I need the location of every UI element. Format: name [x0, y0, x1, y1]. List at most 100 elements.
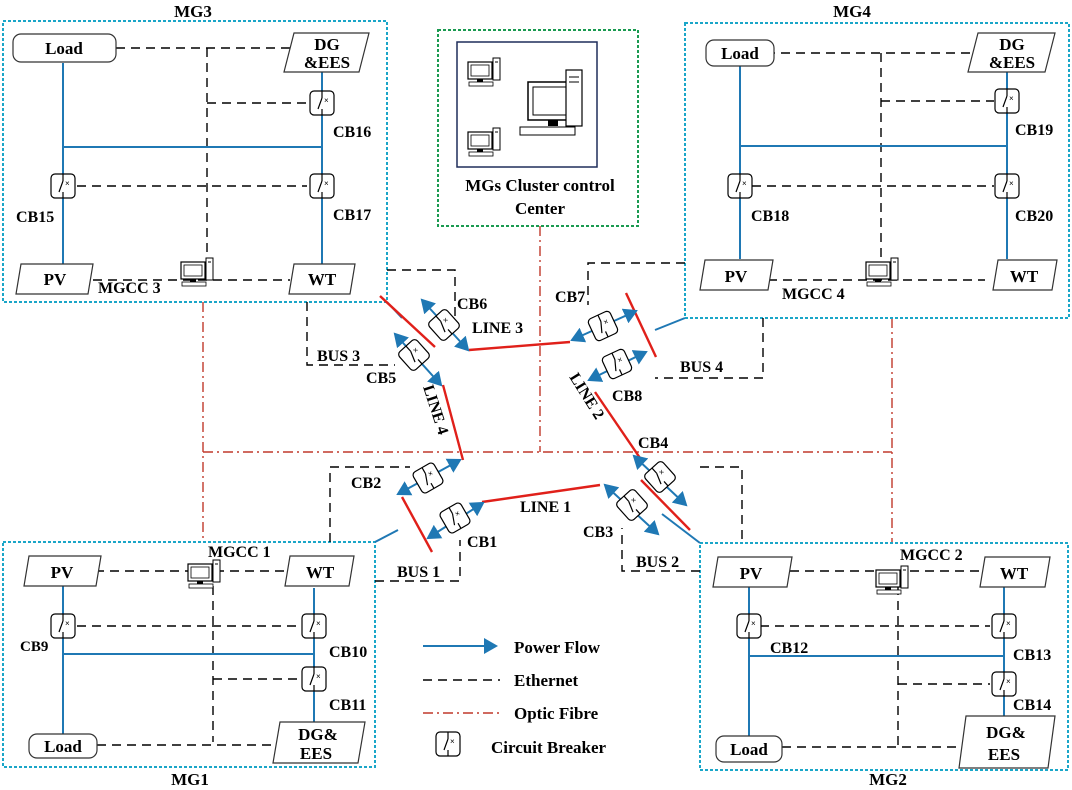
mg4-boundary — [684, 22, 1070, 319]
cb18-label: CB18 — [751, 208, 789, 225]
control-center-boundary — [437, 29, 639, 227]
line3-label: LINE 3 — [472, 320, 523, 337]
mgcc2-label: MGCC 2 — [900, 547, 963, 564]
control-center: MGs Cluster control Center — [456, 41, 615, 218]
cb2-icon — [411, 461, 445, 495]
bus-ethernet-links — [306, 262, 764, 582]
mgcc4-label: MGCC 4 — [782, 286, 845, 303]
cb3-label: CB3 — [583, 524, 613, 541]
cb5-label: CB5 — [366, 370, 396, 387]
mg3-pv-label: PV — [44, 270, 67, 289]
mg1-dg-ees-box — [272, 721, 366, 764]
mg4-dg-label: DG — [999, 35, 1025, 54]
cb17-icon — [309, 173, 335, 199]
mgcc3-computer-icon — [180, 257, 214, 287]
mg4-label: MG4 — [833, 2, 871, 21]
cb7-label: CB7 — [555, 289, 585, 306]
cb19-label: CB19 — [1015, 122, 1053, 139]
mg2-ees-label: EES — [988, 745, 1020, 764]
cb15-label: CB15 — [16, 209, 54, 226]
mg1-label: MG1 — [171, 770, 209, 789]
mg1-load-label: Load — [44, 737, 82, 756]
mg3-pv-box — [15, 263, 94, 295]
cb13-icon — [991, 613, 1017, 639]
mg1-load-box — [28, 733, 98, 759]
cb17-label: CB17 — [333, 207, 371, 224]
cb20-icon — [994, 173, 1020, 199]
cb12-label: CB12 — [770, 640, 808, 657]
legend-power-flow-label: Power Flow — [514, 638, 601, 657]
cb12-icon — [736, 613, 762, 639]
mg3-wt-label: WT — [308, 270, 337, 289]
mg1-ees-label: EES — [300, 744, 332, 763]
control-center-title-line1: MGs Cluster control — [465, 176, 615, 195]
bus3-label: BUS 3 — [317, 348, 360, 365]
mg2: PV WT Load DG& EES CB12 CB13 CB14 MGCC 2 — [712, 547, 1056, 769]
mg3-load-box — [12, 33, 117, 63]
line4-label: LINE 4 — [419, 383, 451, 437]
mgcc4-computer-icon — [865, 257, 899, 287]
mg1-pv-label: PV — [51, 563, 74, 582]
mg3: Load DG &EES PV WT CB16 CB15 CB17 MGCC 3 — [12, 32, 371, 297]
cb9-icon — [50, 613, 76, 639]
mg4-dg-ees-box — [967, 32, 1056, 73]
legend-ethernet-label: Ethernet — [514, 671, 579, 690]
mgcc3-label: MGCC 3 — [98, 280, 161, 297]
cb20-label: CB20 — [1015, 208, 1053, 225]
mg2-load-label: Load — [730, 740, 768, 759]
legend-circuit-breaker-icon — [435, 731, 461, 757]
cb13-label: CB13 — [1013, 647, 1051, 664]
mg1-pv-box — [23, 555, 102, 587]
cb4-label: CB4 — [638, 435, 668, 452]
cb8-label: CB8 — [612, 388, 642, 405]
cb18-icon — [727, 173, 753, 199]
cb11-icon — [301, 666, 327, 692]
mg4-load-box — [705, 39, 775, 67]
cb9-label: CB9 — [20, 639, 48, 655]
mg2-load-box — [715, 735, 783, 763]
mg4-load-label: Load — [721, 44, 759, 63]
mg2-wt-box — [979, 556, 1051, 588]
cb2-label: CB2 — [351, 475, 381, 492]
bus2-label: BUS 2 — [636, 554, 679, 571]
legend: Power Flow Ethernet Optic Fibre Circuit … — [423, 638, 606, 757]
cb1-label: CB1 — [467, 534, 497, 551]
mg2-pv-box — [712, 556, 793, 588]
mg4: Load DG &EES PV WT CB19 CB18 CB20 MGCC 4 — [699, 32, 1058, 303]
mg2-wt-label: WT — [1000, 564, 1029, 583]
mg3-load-label: Load — [45, 39, 83, 58]
mg1-boundary — [2, 541, 376, 768]
cb14-icon — [991, 671, 1017, 697]
mg2-label: MG2 — [869, 770, 907, 789]
cb1-icon — [438, 501, 472, 535]
mg1-wt-box — [284, 555, 355, 587]
control-center-title-line2: Center — [515, 199, 565, 218]
cb6-label: CB6 — [457, 296, 487, 313]
mg3-dg-ees-box — [283, 32, 370, 73]
mg4-wt-label: WT — [1010, 267, 1039, 286]
cb7-icon — [586, 309, 620, 343]
cb11-label: CB11 — [329, 697, 366, 714]
legend-optic-fibre-label: Optic Fibre — [514, 704, 599, 723]
mg2-dg-label: DG& — [986, 723, 1026, 742]
optic-fibre-network — [202, 226, 893, 543]
mg1: PV WT Load DG& EES CB9 CB10 CB11 MGCC 1 — [20, 544, 367, 764]
mgcc2-computer-icon — [875, 565, 909, 595]
mgcc1-label: MGCC 1 — [208, 544, 271, 561]
mg3-boundary — [2, 20, 388, 303]
cb3-icon — [614, 487, 650, 523]
cb15-icon — [50, 173, 76, 199]
cb14-label: CB14 — [1013, 697, 1051, 714]
mg1-wt-label: WT — [306, 563, 335, 582]
mg2-dg-ees-box — [958, 715, 1056, 769]
legend-circuit-breaker-label: Circuit Breaker — [491, 738, 606, 757]
mg3-ees-label: &EES — [304, 53, 350, 72]
cb19-icon — [994, 88, 1020, 114]
mg4-pv-label: PV — [725, 267, 748, 286]
cb10-label: CB10 — [329, 644, 367, 661]
line1-label: LINE 1 — [520, 499, 571, 516]
mgcc1-computer-icon — [187, 559, 221, 589]
server-computer-icon — [519, 69, 583, 136]
mg4-ees-label: &EES — [989, 53, 1035, 72]
